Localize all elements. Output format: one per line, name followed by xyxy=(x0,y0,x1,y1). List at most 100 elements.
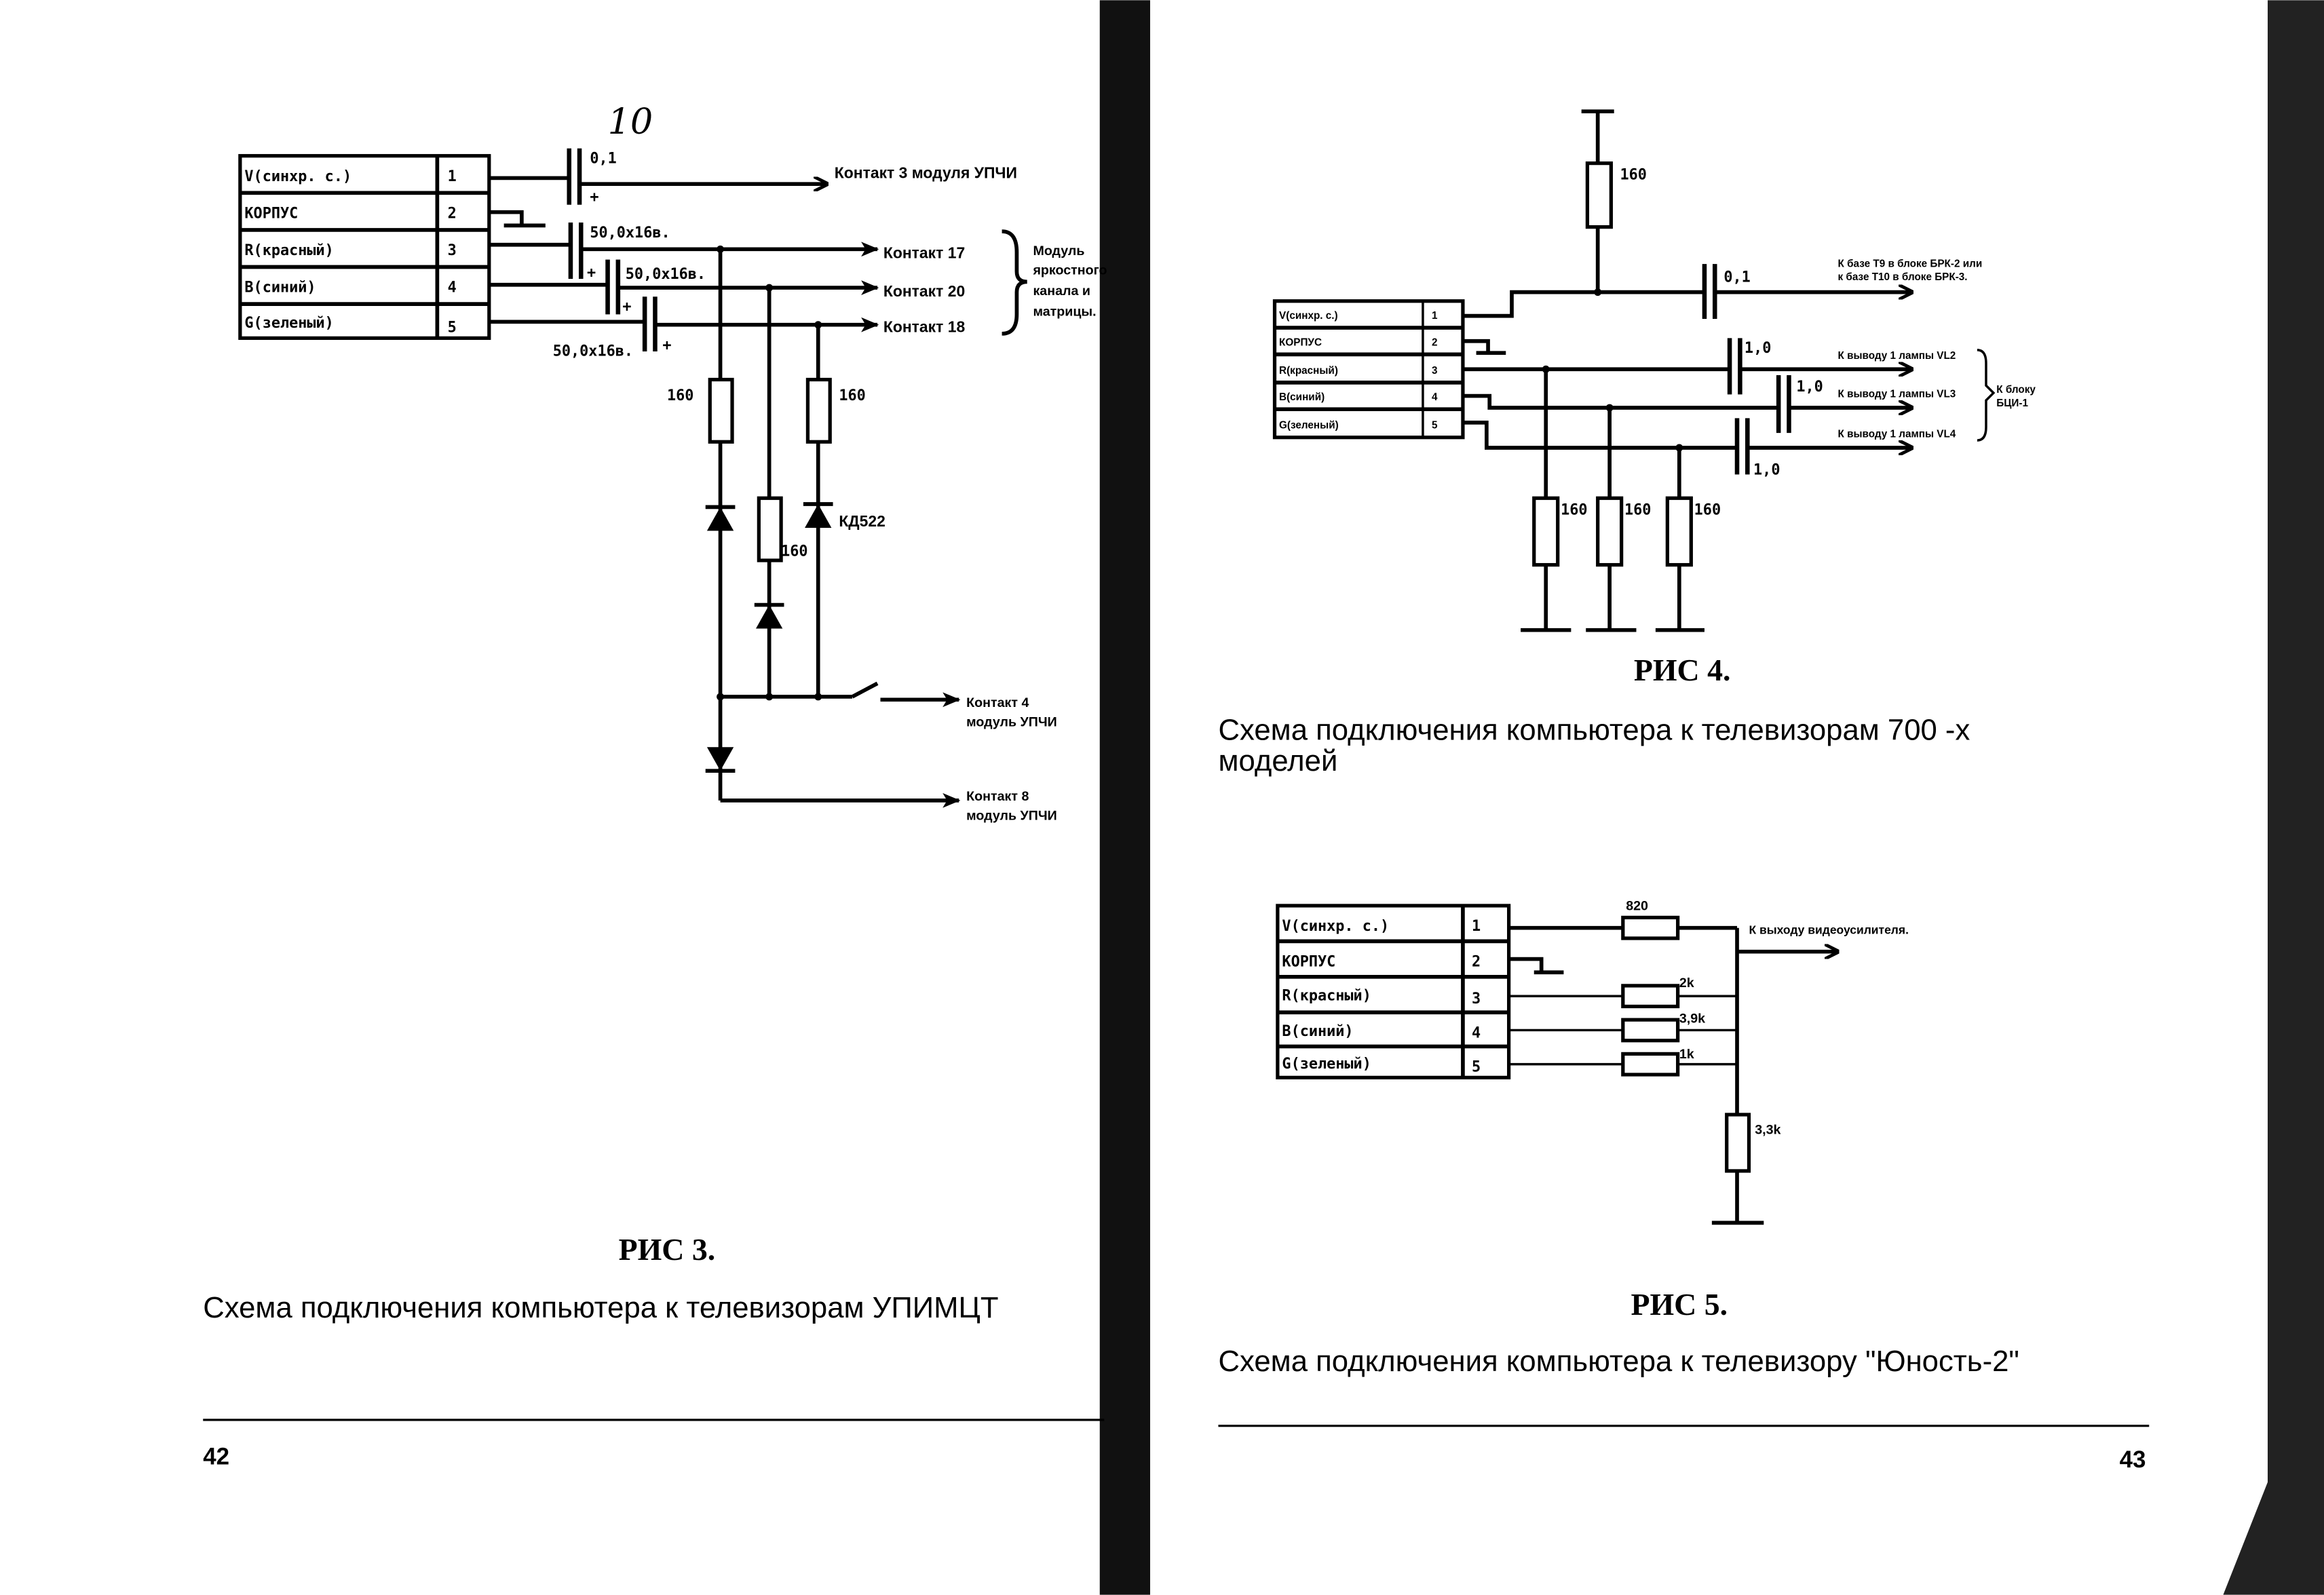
output-label: К выводу 1 лампы VL2 xyxy=(1838,350,1956,362)
pin-name: G(зеленый) xyxy=(1279,420,1339,431)
ground-symbol xyxy=(489,210,546,228)
resistor-symbol xyxy=(805,377,832,444)
resistor-symbol xyxy=(1665,496,1693,567)
pin-number: 4 xyxy=(1472,1024,1481,1041)
pin-number: 2 xyxy=(1472,954,1481,971)
resistor-value: 3,9k xyxy=(1679,1012,1705,1026)
figure-caption: моделей xyxy=(1219,744,1338,777)
resistor-symbol xyxy=(1725,1113,1751,1173)
pin-name: R(красный) xyxy=(1279,365,1338,377)
brace xyxy=(1002,229,1027,336)
pin-name: КОРПУС xyxy=(1279,337,1322,348)
resistor-value: 160 xyxy=(1694,501,1721,518)
output-label: К блоку xyxy=(1996,384,2036,396)
module-label: матрицы. xyxy=(1033,305,1096,320)
resistor-value: 3,3k xyxy=(1755,1122,1780,1137)
diode-symbol xyxy=(705,505,736,531)
capacitor-value: 1,0 xyxy=(1753,461,1780,478)
pin-name: R(красный) xyxy=(244,242,333,259)
pin-number: 5 xyxy=(448,320,457,337)
capacitor-value: 0,1 xyxy=(1723,269,1750,286)
pin-name: КОРПУС xyxy=(1282,954,1335,971)
polarity-mark: + xyxy=(590,189,598,206)
resistor-symbol xyxy=(708,377,734,444)
connector-table: V(синхр. с.) КОРПУС R(красный) B(синий) … xyxy=(238,154,491,340)
connector-table: V(синхр. с.) КОРПУС R(красный) B(синий) … xyxy=(1276,904,1511,1079)
pin-number: 1 xyxy=(1432,310,1438,322)
pin-number: 1 xyxy=(1472,918,1481,935)
module-label: Модуль xyxy=(1033,244,1084,258)
diode-symbol xyxy=(803,502,833,528)
figure-label: РИС 3. xyxy=(619,1232,716,1267)
pin-name: V(синхр. с.) xyxy=(1282,918,1389,935)
pin-number: 5 xyxy=(1432,420,1438,431)
pin-number: 3 xyxy=(1472,991,1481,1007)
resistor-value: 1k xyxy=(1679,1047,1694,1062)
output-label: БЦИ-1 xyxy=(1996,398,2028,409)
switch-symbol xyxy=(851,681,879,699)
pin-number: 5 xyxy=(1472,1059,1481,1076)
output-label: К выводу 1 лампы VL3 xyxy=(1838,389,1956,400)
diode-symbol xyxy=(705,747,736,773)
output-label: Контакт 20 xyxy=(883,282,965,300)
output-label: Контакт 17 xyxy=(883,244,965,261)
output-label: Контакт 18 xyxy=(883,318,966,336)
output-label: К базе Т9 в блоке БРК-2 или xyxy=(1838,258,1983,270)
right-page-edge xyxy=(2223,0,2324,1595)
pin-name: G(зеленый) xyxy=(1282,1056,1371,1073)
handwritten-note: 10 xyxy=(608,101,653,142)
polarity-mark: + xyxy=(622,299,631,315)
ground-symbol xyxy=(1462,339,1506,355)
ground-symbol xyxy=(1508,957,1564,975)
pin-name: V(синхр. с.) xyxy=(244,168,351,185)
page-number: 43 xyxy=(2120,1446,2146,1473)
figure-caption: Схема подключения компьютера к телевизор… xyxy=(1219,1345,2019,1378)
resistor-symbol xyxy=(1596,496,1624,567)
resistor-value: 160 xyxy=(1624,501,1651,518)
brace xyxy=(1977,349,1996,442)
resistor-symbol xyxy=(1621,984,1680,1009)
pin-number: 4 xyxy=(448,280,457,296)
connector-table: V(синхр. с.) КОРПУС R(красный) B(синий) … xyxy=(1272,299,1465,440)
capacitor-value: 50,0x16в. xyxy=(553,343,633,360)
resistor-symbol xyxy=(757,496,783,562)
output-label: Контакт 3 модуля УПЧИ xyxy=(835,164,1017,181)
resistor-symbol xyxy=(1621,1018,1680,1043)
resistor-value: 2k xyxy=(1679,976,1694,991)
pin-number: 2 xyxy=(1432,337,1438,348)
pin-number: 3 xyxy=(448,242,457,259)
output-label: модуль УПЧИ xyxy=(966,715,1057,730)
book-gutter xyxy=(1099,0,1151,1595)
pin-name: B(синий) xyxy=(244,280,316,296)
figure-label: РИС 4. xyxy=(1634,653,1731,687)
capacitor-value: 1,0 xyxy=(1796,379,1823,396)
figure-5-schematic: V(синхр. с.) КОРПУС R(красный) B(синий) … xyxy=(1276,899,1909,1225)
resistor-symbol xyxy=(1585,161,1613,229)
output-label: к базе Т10 в блоке БРК-3. xyxy=(1838,271,1968,283)
capacitor-value: 50,0x16в. xyxy=(626,266,706,283)
module-label: яркостного xyxy=(1032,263,1107,277)
pin-name: КОРПУС xyxy=(244,205,298,222)
polarity-mark: + xyxy=(662,337,671,354)
output-label: модуль УПЧИ xyxy=(966,808,1057,823)
figure-caption: Схема подключения компьютера к телевизор… xyxy=(203,1291,998,1324)
pin-name: R(красный) xyxy=(1282,988,1371,1005)
pin-name: B(синий) xyxy=(1279,391,1325,403)
resistor-symbol xyxy=(1621,915,1680,940)
polarity-mark: + xyxy=(587,265,596,282)
pin-name: G(зеленый) xyxy=(244,315,333,332)
output-label: К выходу видеоусилителя. xyxy=(1749,923,1908,936)
resistor-value: 160 xyxy=(1620,167,1646,184)
module-label: канала и xyxy=(1033,284,1090,299)
resistor-symbol xyxy=(1532,496,1560,567)
capacitor-value: 0,1 xyxy=(590,151,616,168)
diode-label: КД522 xyxy=(839,512,885,530)
resistor-value: 160 xyxy=(839,387,865,404)
figure-3-schematic: 10 V(синхр. с.) КОРПУС R(красный) B(сини… xyxy=(238,101,1107,823)
figure-label: РИС 5. xyxy=(1631,1287,1728,1322)
pin-name: V(синхр. с.) xyxy=(1279,310,1338,322)
pin-number: 3 xyxy=(1432,365,1438,377)
capacitor-value: 1,0 xyxy=(1745,340,1771,357)
pin-name: B(синий) xyxy=(1282,1023,1353,1040)
